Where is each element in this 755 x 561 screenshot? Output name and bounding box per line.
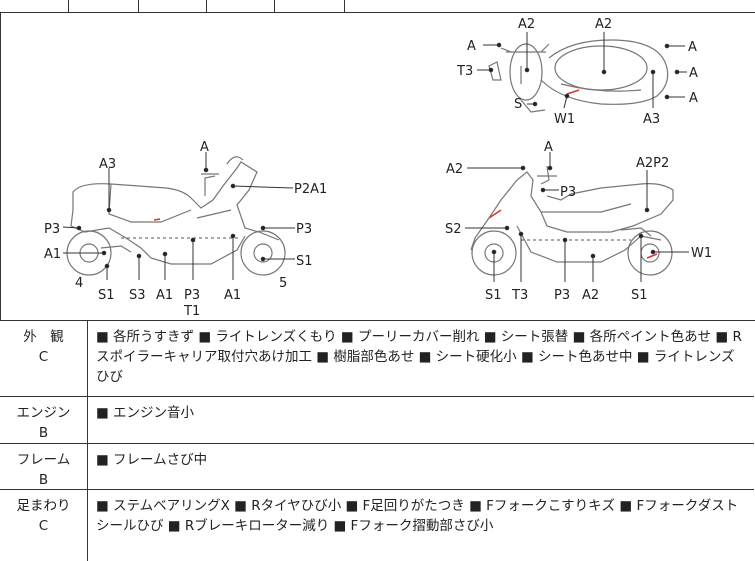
condition-row-engine: エンジン B ■ エンジン音小 — [0, 397, 754, 444]
diagram-label: T3 — [511, 288, 528, 303]
damage-mark — [646, 253, 658, 259]
diagram-label: T3 — [456, 64, 473, 79]
diagram-label: P3 — [184, 288, 200, 303]
row-header: 外 観 C — [0, 321, 88, 396]
diagram-label: S1 — [98, 288, 115, 303]
damage-mark — [566, 89, 580, 95]
diagram-label: S — [514, 97, 522, 112]
diagram-label: A — [688, 40, 697, 55]
grade-label: C — [38, 349, 49, 365]
diagram-label: S1 — [296, 254, 313, 269]
scooter-top-view — [488, 39, 669, 113]
table-cell — [206, 0, 275, 12]
diagram-label: A3 — [643, 112, 660, 127]
diagram-label: A — [689, 66, 698, 81]
row-header: 足まわり C — [0, 490, 88, 561]
grade-label: B — [38, 472, 49, 488]
condition-notes: ■ エンジン音小 — [96, 405, 195, 421]
table-cell — [274, 0, 345, 12]
diagram-label: T1 — [183, 304, 200, 319]
diagram-label: A2P2 — [636, 156, 669, 171]
condition-row-exterior: 外 観 C ■ 各所うすきず ■ ライトレンズくもり ■ プーリーカバー削れ ■… — [0, 321, 754, 397]
condition-notes: ■ フレームさび中 — [96, 452, 208, 468]
category-label: 外 観 — [23, 329, 64, 345]
diagram-label: A2 — [446, 162, 463, 177]
category-label: エンジン — [16, 405, 71, 421]
condition-row-frame: フレーム B ■ フレームさび中 — [0, 444, 754, 490]
category-label: フレーム — [16, 452, 71, 468]
scooter-diagram-svg: A A3 P2A1 P3 P3 A1 S1 4 5 S1 S3 A1 P3 T1… — [44, 17, 712, 319]
diagram-label: P3 — [44, 222, 60, 237]
condition-notes: ■ ステムベアリングX ■ Rタイヤひび小 ■ F足回りがたつき ■ Fフォーク… — [96, 498, 739, 534]
diagram-label: W1 — [691, 246, 712, 261]
diagram-label: S1 — [631, 288, 648, 303]
damage-mark — [153, 218, 161, 221]
diagram-label: A2 — [582, 288, 599, 303]
grade-label: B — [38, 425, 49, 441]
diagram-label: S1 — [485, 288, 502, 303]
condition-notes: ■ 各所うすきず ■ ライトレンズくもり ■ プーリーカバー削れ ■ シート張替… — [96, 329, 742, 385]
previous-table-edge — [0, 0, 755, 13]
table-cell — [68, 0, 139, 12]
row-header: フレーム B — [0, 444, 88, 489]
diagram-label: A — [689, 91, 698, 106]
damage-diagram: A A3 P2A1 P3 P3 A1 S1 4 5 S1 S3 A1 P3 T1… — [0, 12, 755, 321]
table-cell — [0, 0, 69, 12]
table-cell — [138, 0, 207, 12]
diagram-label: A — [467, 39, 476, 54]
scooter-right-side-view — [470, 165, 674, 276]
condition-row-suspension: 足まわり C ■ ステムベアリングX ■ Rタイヤひび小 ■ F足回りがたつき … — [0, 490, 754, 561]
diagram-label: P3 — [554, 288, 570, 303]
row-header: エンジン B — [0, 397, 88, 443]
category-label: 足まわり — [16, 498, 71, 514]
diagram-label: P3 — [296, 222, 312, 237]
diagram-label: A2 — [595, 17, 612, 32]
diagram-label: W1 — [554, 112, 575, 127]
diagram-label: S3 — [129, 288, 146, 303]
diagram-label: 4 — [75, 276, 83, 291]
diagram-label: P3 — [560, 185, 576, 200]
grade-label: C — [38, 518, 49, 534]
diagram-label: A3 — [99, 157, 116, 172]
diagram-label: 5 — [279, 276, 287, 291]
diagram-label: P2A1 — [294, 182, 327, 197]
diagram-label: A — [544, 140, 553, 155]
diagram-label: A1 — [156, 288, 173, 303]
scooter-left-side-view — [66, 156, 286, 276]
diagram-label: A1 — [44, 247, 61, 262]
diagram-label: S2 — [445, 222, 462, 237]
diagram-label: A1 — [224, 288, 241, 303]
diagram-label: A2 — [518, 17, 535, 32]
diagram-label: A — [200, 140, 209, 155]
damage-mark — [488, 209, 502, 219]
